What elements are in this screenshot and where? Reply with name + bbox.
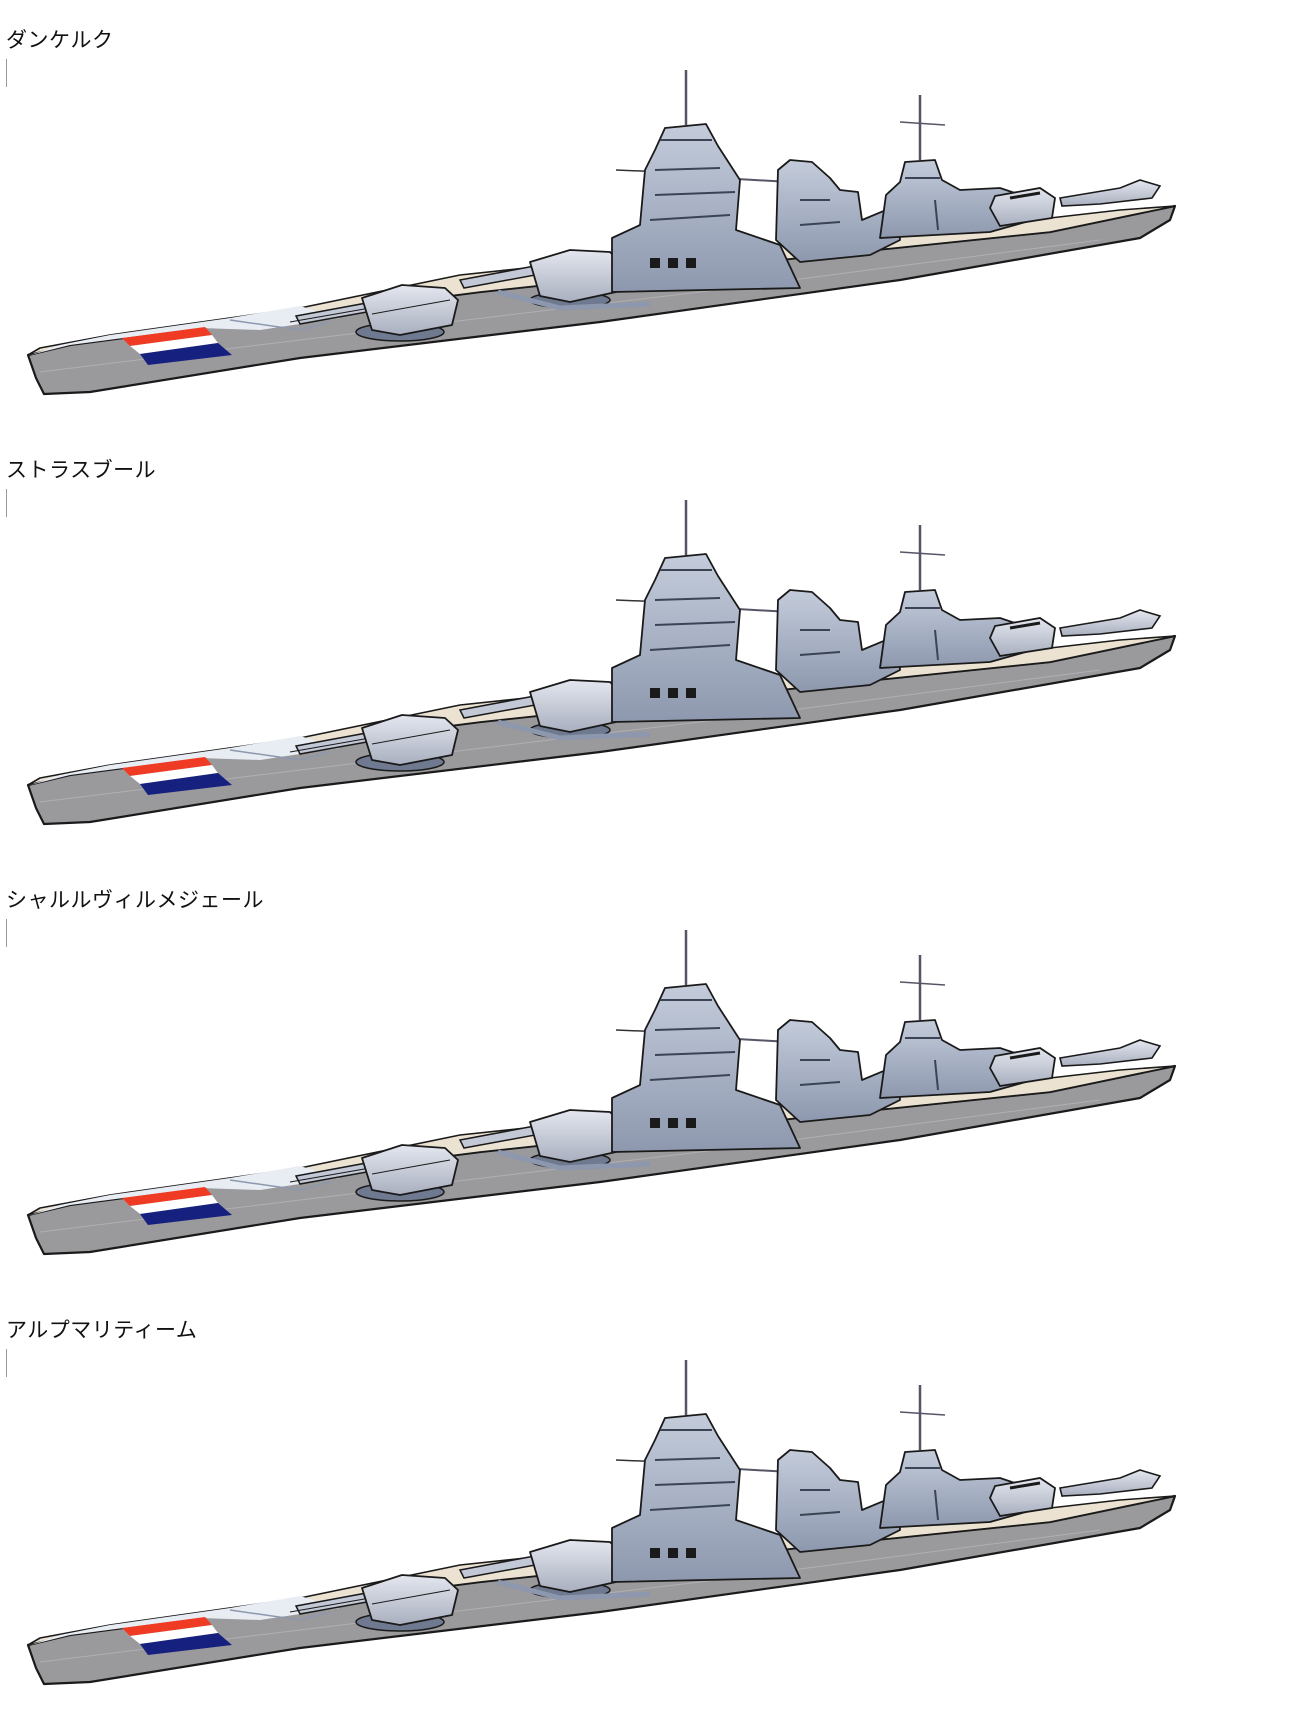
ship-name-label: ストラスブール — [6, 458, 157, 482]
ship-panel-4: アルプマリティーム — [0, 1290, 1312, 1720]
battleship-illustration-icon — [0, 430, 1312, 860]
ship-name-label: アルプマリティーム — [6, 1318, 198, 1342]
ship-panel-1: ダンケルク — [0, 0, 1312, 430]
text-cursor-bar — [6, 919, 7, 947]
text-cursor-bar — [6, 489, 7, 517]
ship-panel-2: ストラスブール — [0, 430, 1312, 860]
battleship-illustration-icon — [0, 1290, 1312, 1720]
ship-name-label: ダンケルク — [6, 28, 114, 52]
battleship-illustration-icon — [0, 860, 1312, 1290]
battleship-illustration-icon — [0, 0, 1312, 430]
text-cursor-bar — [6, 59, 7, 87]
ship-panel-3: シャルルヴィルメジェール — [0, 860, 1312, 1290]
text-cursor-bar — [6, 1349, 7, 1377]
ship-name-label: シャルルヴィルメジェール — [6, 888, 264, 912]
